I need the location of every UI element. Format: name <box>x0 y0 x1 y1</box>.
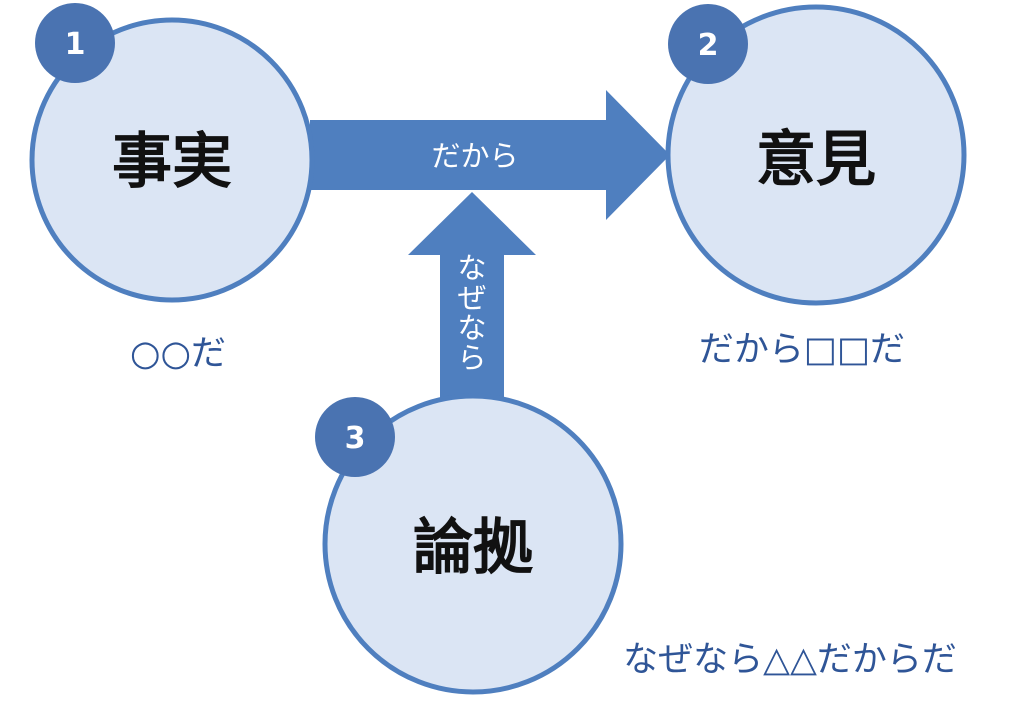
arrow-reason-up-label-char: な <box>457 311 486 345</box>
node-fact-badge-number: 1 <box>65 27 86 62</box>
node-reason-title: 論拠 <box>413 513 534 583</box>
arrow-reason-up-label-char: な <box>457 251 486 285</box>
caption-reason: なぜなら△△だからだ <box>623 640 957 680</box>
node-opinion-badge <box>668 4 748 84</box>
node-reason-badge-number: 3 <box>345 421 366 456</box>
node-reason-circle <box>322 393 624 695</box>
node-opinion-circle <box>665 4 967 306</box>
arrow-reason-up-label-char: ら <box>457 341 486 375</box>
node-opinion-title: 意見 <box>756 125 876 195</box>
node-fact-circle <box>29 17 315 303</box>
arrow-fact-to-opinion-shape <box>310 90 670 220</box>
caption-opinion: だから□□だ <box>699 330 905 370</box>
node-reason: 論拠 3 <box>315 393 624 695</box>
node-fact-badge <box>35 3 115 83</box>
arrow-fact-to-opinion: だから <box>310 90 670 220</box>
node-opinion-badge-number: 2 <box>698 28 719 63</box>
node-fact-title: 事実 <box>112 127 232 197</box>
arrow-reason-up-shape <box>408 192 536 420</box>
caption-fact: ○○だ <box>130 334 226 374</box>
node-fact: 事実 1 <box>29 3 315 303</box>
arrow-reason-up-label-char: ぜ <box>457 281 486 315</box>
arrow-reason-up: な ぜ な ら <box>408 192 536 420</box>
node-reason-badge <box>315 397 395 477</box>
arrow-fact-to-opinion-label: だから <box>431 139 518 173</box>
node-opinion: 意見 2 <box>665 4 967 306</box>
